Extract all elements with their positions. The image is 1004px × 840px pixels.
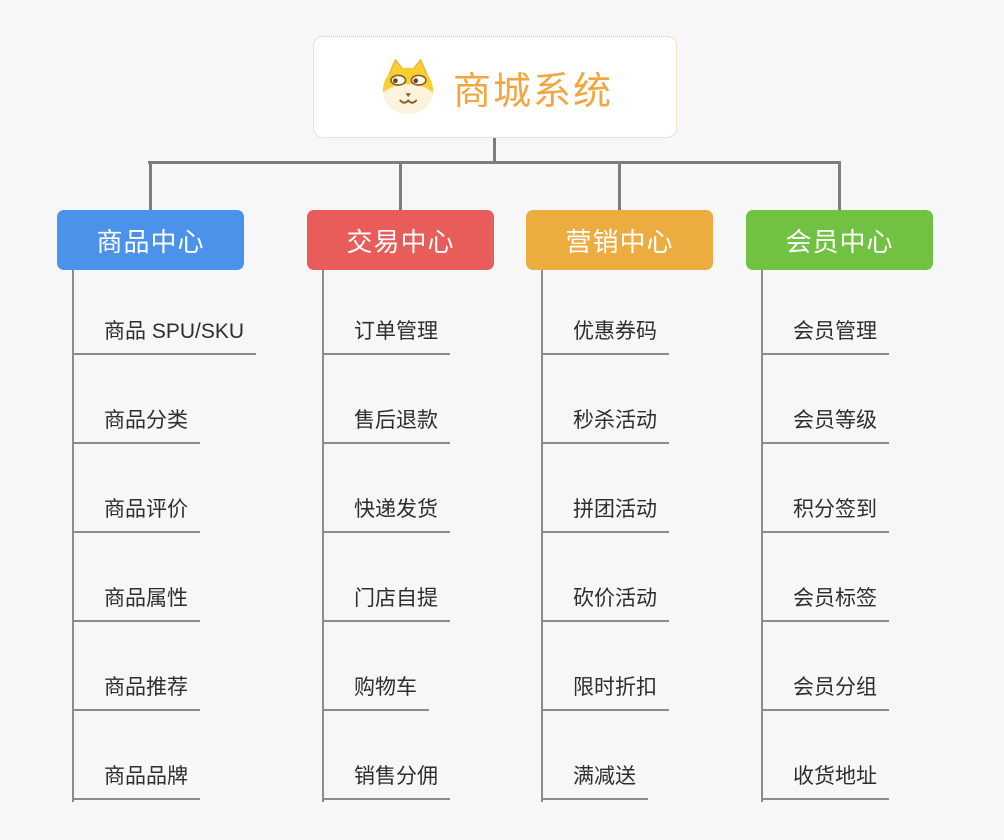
branch-spine-line-1 (72, 270, 74, 802)
leaf-node[interactable]: 商品评价 (72, 493, 200, 533)
branch-node-marketing-center[interactable]: 营销中心 (526, 210, 713, 270)
leaf-node[interactable]: 优惠券码 (541, 315, 669, 355)
branch-spine-line-4 (761, 270, 763, 802)
dog-icon (377, 58, 439, 116)
leaf-node[interactable]: 商品属性 (72, 582, 200, 622)
leaf-node[interactable]: 会员分组 (761, 671, 889, 711)
branch-drop-line-1 (149, 161, 152, 210)
branch-drop-line-2 (399, 161, 402, 210)
root-title: 商城系统 (452, 70, 613, 113)
leaf-node[interactable]: 订单管理 (322, 315, 450, 355)
leaf-node[interactable]: 售后退款 (322, 404, 450, 444)
leaf-node[interactable]: 满减送 (541, 760, 648, 800)
leaf-node[interactable]: 快递发货 (322, 493, 450, 533)
branch-node-trade-center[interactable]: 交易中心 (307, 210, 494, 270)
leaf-node[interactable]: 商品品牌 (72, 760, 200, 800)
root-stem-line (493, 138, 496, 163)
branch-node-product-center[interactable]: 商品中心 (57, 210, 244, 270)
leaf-node[interactable]: 购物车 (322, 671, 429, 711)
branch-drop-line-4 (838, 161, 841, 210)
root-node[interactable]: 商城系统 (313, 36, 677, 138)
branch-spine-line-3 (541, 270, 543, 802)
branch-drop-line-3 (618, 161, 621, 210)
leaf-node[interactable]: 收货地址 (761, 760, 889, 800)
leaf-node[interactable]: 会员等级 (761, 404, 889, 444)
branch-bus-line (148, 161, 841, 164)
leaf-node[interactable]: 积分签到 (761, 493, 889, 533)
leaf-node[interactable]: 商品 SPU/SKU (72, 315, 257, 355)
leaf-node[interactable]: 砍价活动 (541, 582, 669, 622)
leaf-node[interactable]: 限时折扣 (541, 671, 669, 711)
leaf-node[interactable]: 会员标签 (761, 582, 889, 622)
leaf-node[interactable]: 销售分佣 (322, 760, 450, 800)
leaf-node[interactable]: 拼团活动 (541, 493, 669, 533)
leaf-node[interactable]: 商品推荐 (72, 671, 200, 711)
leaf-node[interactable]: 商品分类 (72, 404, 200, 444)
branch-node-member-center[interactable]: 会员中心 (746, 210, 933, 270)
leaf-node[interactable]: 门店自提 (322, 582, 450, 622)
leaf-node[interactable]: 会员管理 (761, 315, 889, 355)
leaf-node[interactable]: 秒杀活动 (541, 404, 669, 444)
branch-spine-line-2 (322, 270, 324, 802)
